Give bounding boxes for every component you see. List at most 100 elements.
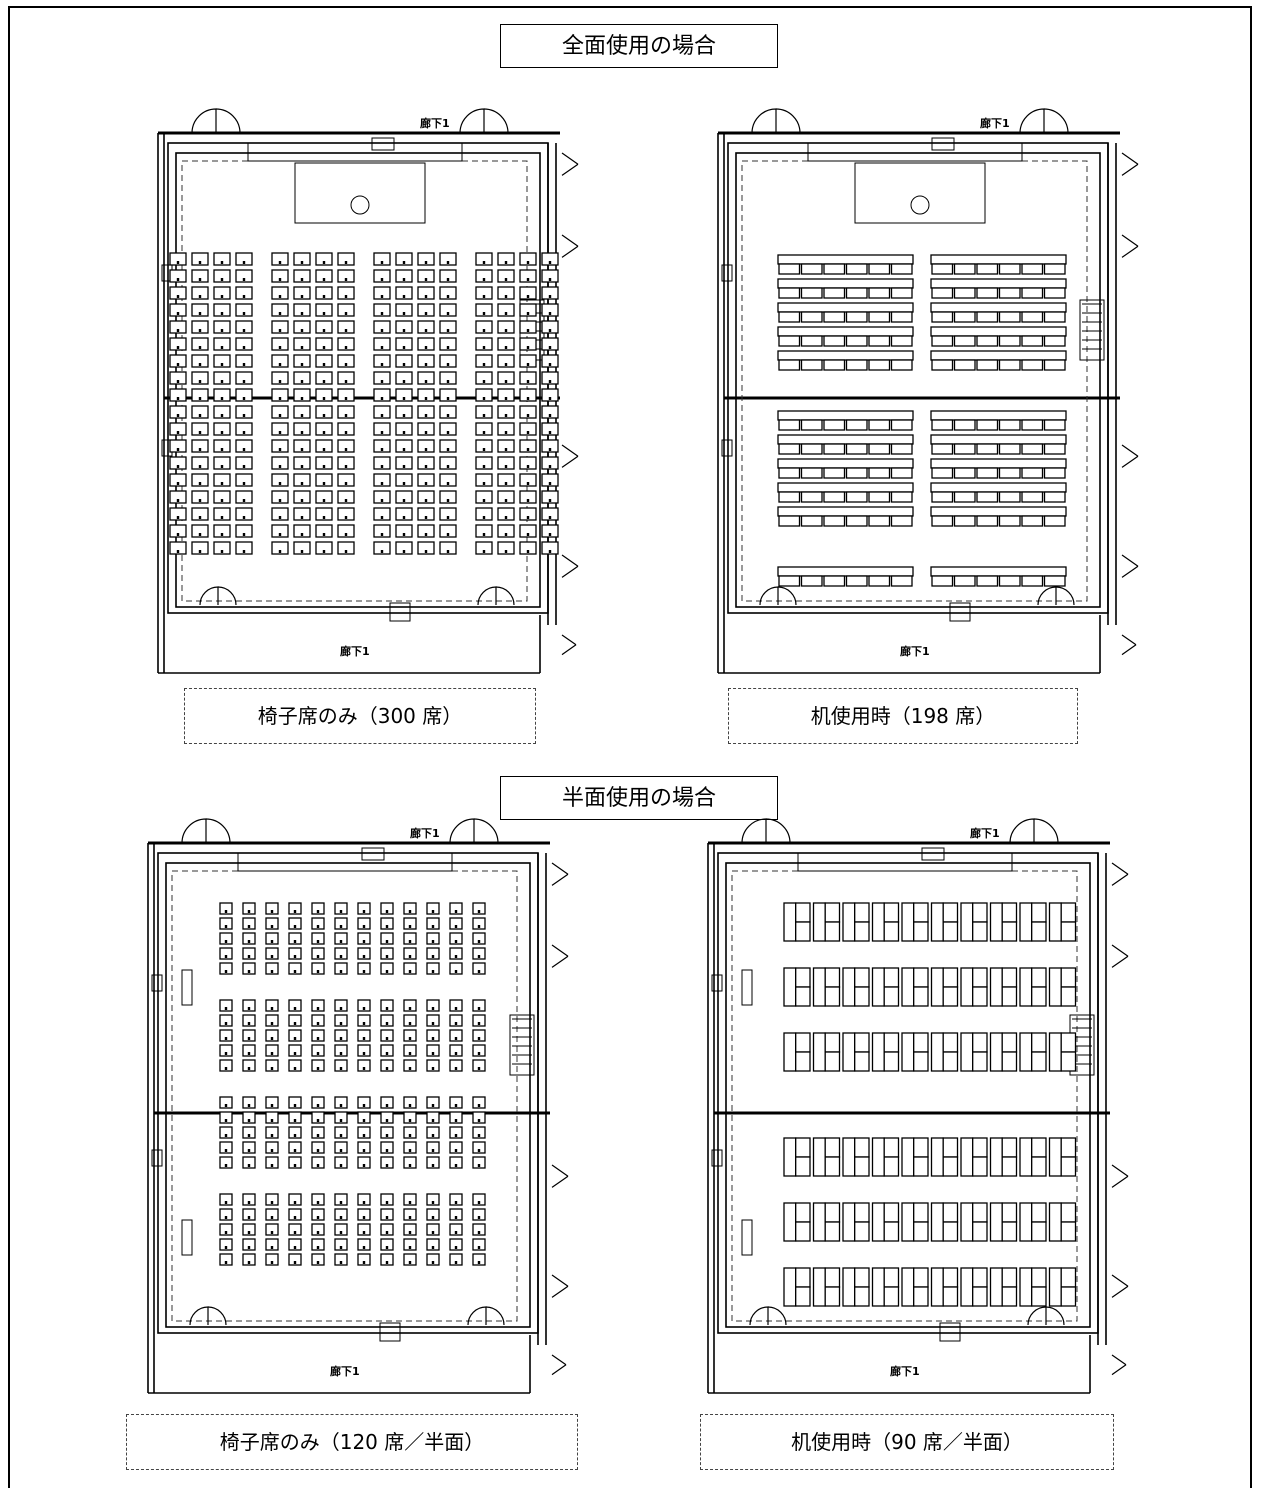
desk bbox=[930, 278, 1067, 289]
corridor-label-top: 廊下1 bbox=[970, 826, 1000, 840]
chair bbox=[439, 422, 457, 436]
chair bbox=[357, 1126, 371, 1139]
chair bbox=[265, 1126, 279, 1139]
chair-mark bbox=[385, 1052, 389, 1055]
chair bbox=[972, 921, 988, 942]
chair-mark bbox=[454, 1134, 458, 1137]
chair-mark bbox=[431, 1216, 435, 1219]
chair bbox=[449, 1156, 463, 1169]
chair-mark bbox=[322, 380, 326, 383]
chair bbox=[976, 287, 999, 299]
chair bbox=[541, 252, 559, 266]
chair bbox=[868, 491, 891, 503]
chair-mark bbox=[242, 261, 246, 264]
chair bbox=[235, 439, 253, 453]
chair bbox=[265, 1096, 279, 1109]
desk bbox=[930, 326, 1067, 337]
chair bbox=[242, 962, 256, 975]
chair bbox=[472, 947, 486, 960]
door-arc bbox=[1111, 944, 1129, 968]
desk bbox=[989, 967, 1003, 1007]
chair-mark bbox=[548, 431, 552, 434]
chair-mark bbox=[482, 261, 486, 264]
chair bbox=[824, 1221, 841, 1242]
chair-mark bbox=[270, 1067, 274, 1070]
chair-mark bbox=[402, 346, 406, 349]
chair-mark bbox=[548, 414, 552, 417]
chair bbox=[380, 1223, 394, 1236]
chair bbox=[191, 422, 209, 436]
chair bbox=[373, 320, 391, 334]
door-arc bbox=[551, 862, 569, 886]
chair bbox=[315, 371, 333, 385]
chair bbox=[337, 524, 355, 538]
chair bbox=[315, 507, 333, 521]
chair-mark bbox=[300, 278, 304, 281]
chair bbox=[403, 1059, 417, 1072]
chair-mark bbox=[322, 397, 326, 400]
chair bbox=[854, 1221, 870, 1242]
chair-mark bbox=[504, 465, 508, 468]
chair bbox=[242, 1044, 256, 1057]
chair-mark bbox=[402, 329, 406, 332]
chair bbox=[219, 902, 233, 915]
chair-mark bbox=[270, 1216, 274, 1219]
section-title-half-use: 半面使用の場合 bbox=[500, 776, 778, 820]
chair bbox=[942, 1221, 959, 1242]
lectern-area bbox=[854, 162, 986, 224]
desk bbox=[1019, 1032, 1033, 1072]
chair bbox=[191, 456, 209, 470]
chair-mark bbox=[270, 1231, 274, 1234]
chair-mark bbox=[247, 1231, 251, 1234]
chair bbox=[883, 1202, 900, 1223]
chair-mark bbox=[362, 1037, 366, 1040]
chair bbox=[472, 932, 486, 945]
chair bbox=[439, 524, 457, 538]
chair bbox=[288, 1059, 302, 1072]
fixture bbox=[921, 847, 945, 861]
chair bbox=[337, 354, 355, 368]
chair bbox=[519, 422, 537, 436]
chair bbox=[373, 490, 391, 504]
chair bbox=[417, 439, 435, 453]
chair-mark bbox=[220, 414, 224, 417]
chair bbox=[334, 917, 348, 930]
chair bbox=[288, 1096, 302, 1109]
chair-mark bbox=[380, 431, 384, 434]
chair bbox=[1001, 1202, 1018, 1223]
chair-mark bbox=[385, 970, 389, 973]
chair bbox=[293, 320, 311, 334]
chair bbox=[373, 252, 391, 266]
chair-mark bbox=[424, 346, 428, 349]
chair-mark bbox=[362, 1104, 366, 1107]
chair bbox=[288, 1014, 302, 1027]
chair bbox=[219, 1029, 233, 1042]
chair-mark bbox=[198, 397, 202, 400]
chair bbox=[315, 320, 333, 334]
column bbox=[711, 974, 723, 992]
chair bbox=[778, 263, 801, 275]
door-arc bbox=[561, 554, 579, 578]
chair-mark bbox=[293, 1231, 297, 1234]
chair bbox=[315, 541, 333, 555]
chair bbox=[417, 371, 435, 385]
chair bbox=[449, 947, 463, 960]
door-arc bbox=[207, 1306, 227, 1326]
chair bbox=[824, 1051, 841, 1072]
chair-mark bbox=[385, 1037, 389, 1040]
chair bbox=[311, 962, 325, 975]
chair bbox=[439, 371, 457, 385]
chair-mark bbox=[316, 1104, 320, 1107]
chair-mark bbox=[454, 1067, 458, 1070]
chair bbox=[497, 439, 515, 453]
chair-mark bbox=[408, 910, 412, 913]
chair-mark bbox=[482, 397, 486, 400]
chair bbox=[395, 507, 413, 521]
chair bbox=[288, 1141, 302, 1154]
chair bbox=[403, 1044, 417, 1057]
chair bbox=[235, 524, 253, 538]
chair bbox=[976, 575, 999, 587]
podium bbox=[181, 1219, 193, 1256]
chair bbox=[449, 1238, 463, 1251]
chair bbox=[311, 1126, 325, 1139]
